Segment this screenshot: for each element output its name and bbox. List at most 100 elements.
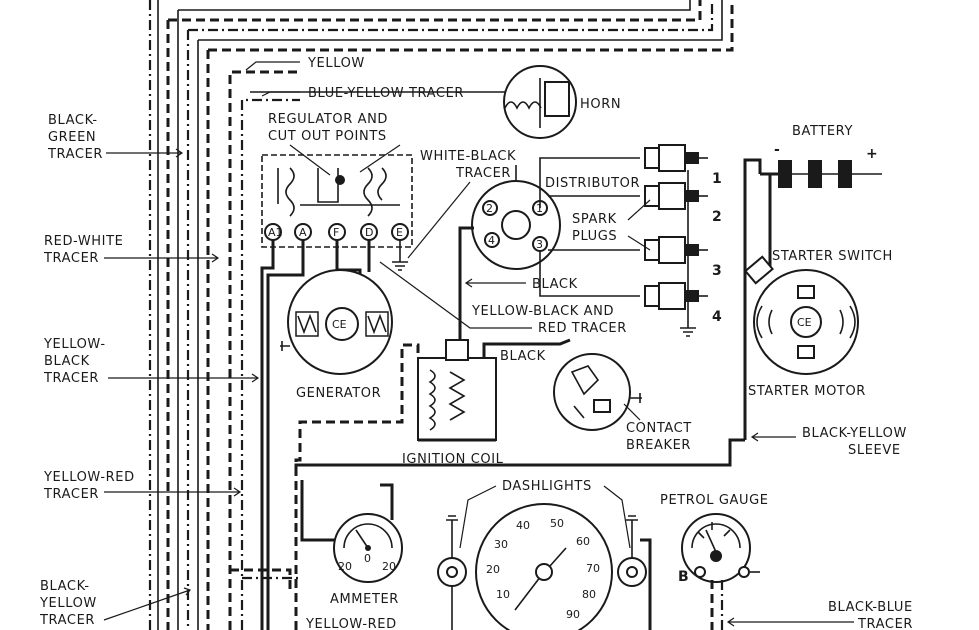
pointer-dashlights [459,485,631,549]
label-dashlights: DASHLIGHTS [502,479,592,494]
speedo-30: 30 [494,538,508,551]
generator: CE [280,269,393,375]
label-ammeter: AMMETER [330,592,399,607]
dashlight-left [437,515,467,630]
generator-mark: CE [332,318,347,331]
label-generator: GENERATOR [296,386,381,401]
label-regulator-1: REGULATOR AND [268,112,388,127]
spark-plug-3 [644,236,708,264]
terminal-d: D [365,226,373,239]
label-contact-2: BREAKER [626,438,691,453]
label-black-green-2: GREEN [48,130,96,145]
ht-leads [515,157,640,297]
starter-mark: CE [797,316,812,329]
label-red-white-2: TRACER [43,251,99,266]
wire-distributor-black [458,226,474,340]
label-yb-red-2: RED TRACER [538,321,627,336]
label-yellow-red-bottom: YELLOW-RED [305,617,397,630]
label-white-black-2: TRACER [455,166,511,181]
label-contact-1: CONTACT [626,421,692,436]
pointer-spark [627,199,651,251]
speedometer: 10 20 30 40 50 60 70 80 90 [475,503,613,630]
label-blue-yellow-tracer: BLUE-YELLOW TRACER [308,86,464,101]
pointer-regulator [289,144,401,176]
label-black-green-3: TRACER [47,147,103,162]
label-black-yellow-3: TRACER [39,613,95,628]
battery-minus: - [774,142,780,158]
left-harness [148,0,734,630]
pointer-yellow-red [104,487,242,497]
label-starter-motor: STARTER MOTOR [748,384,866,399]
wire-black-yellow-sleeve [294,438,745,470]
gauge-letter-b: B [678,569,689,585]
label-sleeve-1: BLACK-YELLOW [802,426,907,441]
label-yellow-red-2: TRACER [43,487,99,502]
dist-num-4: 4 [488,234,495,247]
plug-number-4: 4 [712,309,722,325]
label-battery: BATTERY [792,124,853,139]
speedo-90: 90 [566,608,580,621]
label-black-blue-1: BLACK-BLUE [828,600,913,615]
label-sleeve-2: SLEEVE [848,443,901,458]
label-spark-2: PLUGS [572,229,617,244]
label-white-black-1: WHITE-BLACK [420,149,516,164]
ammeter-scale-right: 20 [382,560,396,573]
label-yellow: YELLOW [307,56,365,71]
speedo-40: 40 [516,519,530,532]
label-petrol-gauge: PETROL GAUGE [660,493,769,508]
ammeter-wiring [230,480,394,590]
wire-battery-feed [743,158,762,440]
label-black: BLACK [532,277,578,292]
horn [503,65,577,139]
spark-plug-2 [644,182,708,210]
speedo-10: 10 [496,588,510,601]
pointer-white-black [407,181,471,259]
starter-switch [744,255,774,285]
label-red-white-1: RED-WHITE [44,234,123,249]
dashlight-right [617,515,652,630]
label-regulator-2: CUT OUT POINTS [268,129,387,144]
label-black-yellow-1: BLACK- [40,579,90,594]
pointer-black-yellow [103,587,192,621]
pointer-black [464,278,526,288]
pointer-contact [623,403,641,421]
battery-plus: + [866,146,878,162]
pointer-black-green [106,148,184,158]
label-yellow-black-2: BLACK [44,354,90,369]
ammeter-scale-zero: 0 [364,552,371,565]
petrol-gauge: B [678,513,760,630]
ammeter: 20 0 20 [333,513,403,583]
dist-num-3: 3 [536,238,543,251]
dist-num-1: 1 [536,202,543,215]
speedo-80: 80 [582,588,596,601]
pointer-yellow-black [108,373,260,383]
speedo-50: 50 [550,517,564,530]
horn-circuit [228,61,505,630]
label-black-yellow-2: YELLOW [39,596,97,611]
terminal-a: A [299,226,307,239]
label-black-green-1: BLACK- [48,113,98,128]
pointer-yb-red [379,261,532,329]
pointer-red-white [104,253,220,263]
speedo-70: 70 [586,562,600,575]
spark-plug-4 [644,282,708,310]
label-yellow-black-3: TRACER [43,371,99,386]
contact-breaker [553,353,642,431]
plug-number-1: 1 [712,171,722,187]
terminal-e: E [396,226,403,239]
terminal-f: F [333,226,339,239]
starter-motor: CE [753,269,859,375]
battery: - + [760,142,882,188]
label-ignition-coil: IGNITION COIL [402,452,504,467]
label-starter-switch: STARTER SWITCH [772,249,893,264]
pointer-black-blue [726,617,854,627]
distributor: 2 1 4 3 [471,180,561,270]
label-distributor: DISTRIBUTOR [545,176,640,191]
label-yellow-black-1: YELLOW- [43,337,106,352]
label-black-2: BLACK [500,349,546,364]
ammeter-scale-left: 20 [338,560,352,573]
terminal-a1: A1 [268,226,283,239]
plug-number-2: 2 [712,209,722,225]
label-spark-1: SPARK [572,212,617,227]
